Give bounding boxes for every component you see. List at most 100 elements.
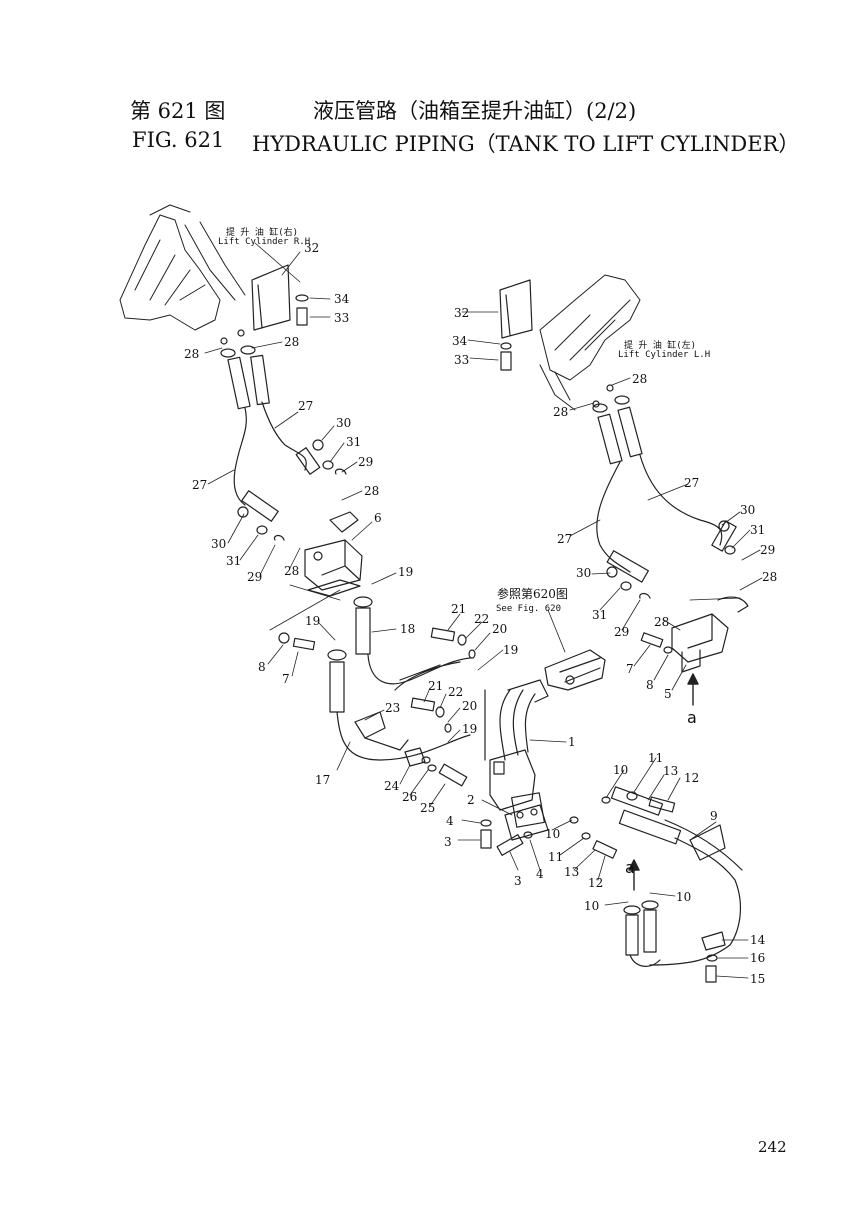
callout-27: 27 (192, 478, 207, 492)
callout-15: 15 (750, 972, 765, 986)
callout-17: 17 (315, 773, 330, 787)
callout-7: 7 (626, 662, 634, 676)
page-number: 242 (758, 1138, 787, 1156)
callout-34: 34 (334, 292, 350, 306)
bracket-2-assembly (427, 763, 549, 856)
sub-labels: 提 升 油 缸(右) Lift Cylinder R.H 提 升 油 缸(左) … (218, 226, 710, 877)
callout-21: 21 (451, 602, 466, 616)
callout-28: 28 (184, 347, 199, 361)
lift-cylinder-lh-cn-label: 提 升 油 缸(左) (624, 339, 696, 351)
pipes-17-18 (327, 596, 471, 761)
callout-29: 29 (614, 625, 629, 639)
callout-10: 10 (584, 899, 599, 913)
callout-19: 19 (503, 643, 518, 657)
callout-19: 19 (398, 565, 413, 579)
callout-numbers: 32 34 33 28 28 27 30 31 29 28 27 6 30 31… (184, 241, 777, 986)
lift-cylinder-rh-cn-label: 提 升 油 缸(右) (226, 226, 298, 238)
callout-8: 8 (258, 660, 266, 674)
callout-10: 10 (676, 890, 691, 904)
hose-group-left-upper (220, 329, 307, 506)
callout-1: 1 (568, 735, 576, 749)
callout-25: 25 (420, 801, 435, 815)
callout-29: 29 (760, 543, 775, 557)
callout-11: 11 (648, 751, 663, 765)
guide-lines (254, 242, 741, 631)
figure-title-cn: 液压管路（油箱至提升油缸）(2/2) (313, 99, 637, 123)
callout-30: 30 (740, 503, 755, 517)
view-a-label-lower: a (625, 858, 635, 877)
callout-32: 32 (304, 241, 319, 255)
figure-number-cn: 第 621 图 (130, 99, 226, 123)
callout-22: 22 (448, 685, 463, 699)
callout-30: 30 (211, 537, 226, 551)
callout-33: 33 (334, 311, 349, 325)
callout-24: 24 (384, 779, 400, 793)
fittings-left-middle (237, 439, 347, 541)
callout-28: 28 (284, 335, 299, 349)
callout-27: 27 (684, 476, 699, 490)
lift-cylinder-rh (119, 204, 246, 331)
callout-30: 30 (336, 416, 351, 430)
fitting-23-24 (354, 711, 431, 767)
callout-23: 23 (385, 701, 400, 715)
fittings-10-13 (569, 791, 676, 859)
bracket-32-right (499, 279, 533, 371)
figure-title-en: HYDRAULIC PIPING（TANK TO LIFT CYLINDER） (252, 132, 800, 156)
callout-4: 4 (536, 867, 544, 881)
fittings-21-22-20 (410, 627, 476, 733)
fittings-right-middle (606, 520, 737, 599)
callout-3: 3 (444, 835, 452, 849)
valve-1-assembly (484, 679, 549, 828)
callout-32: 32 (454, 306, 469, 320)
callout-26: 26 (402, 790, 417, 804)
callout-6: 6 (374, 511, 382, 525)
callout-29: 29 (358, 455, 373, 469)
callout-27: 27 (557, 532, 572, 546)
callout-10: 10 (545, 827, 560, 841)
header: 第 621 图 液压管路（油箱至提升油缸）(2/2) FIG. 621 HYDR… (0, 0, 860, 170)
callout-20: 20 (492, 622, 507, 636)
callout-13: 13 (564, 865, 579, 879)
callout-12: 12 (684, 771, 699, 785)
lift-cylinder-lh (539, 274, 641, 411)
callout-11: 11 (548, 850, 563, 864)
bracket-32-left (251, 264, 309, 331)
callout-21: 21 (428, 679, 443, 693)
callout-28: 28 (632, 372, 647, 386)
see-fig-620-en-label: See Fig. 620 (496, 604, 561, 614)
lift-cylinder-lh-en-label: Lift Cylinder L.H (618, 350, 710, 360)
callout-28: 28 (553, 405, 568, 419)
callout-13: 13 (663, 764, 678, 778)
callout-14: 14 (750, 933, 766, 947)
callout-8: 8 (646, 678, 654, 692)
view-a-label-right: a (687, 708, 697, 727)
lift-cylinder-rh-en-label: Lift Cylinder R.H (218, 237, 310, 247)
valve-6 (304, 511, 363, 597)
callout-19: 19 (305, 614, 320, 628)
callout-3: 3 (514, 874, 522, 888)
callout-20: 20 (462, 699, 477, 713)
callout-33: 33 (454, 353, 469, 367)
callout-28: 28 (364, 484, 379, 498)
callout-34: 34 (452, 334, 468, 348)
callout-28: 28 (762, 570, 777, 584)
callout-31: 31 (592, 608, 607, 622)
callout-28: 28 (284, 564, 299, 578)
callout-4: 4 (446, 814, 454, 828)
bolts-7-8 (278, 632, 673, 654)
callout-31: 31 (750, 523, 765, 537)
callout-12: 12 (588, 876, 603, 890)
callout-31: 31 (226, 554, 241, 568)
callout-28: 28 (654, 615, 669, 629)
leader-lines (204, 251, 763, 979)
callout-18: 18 (400, 622, 415, 636)
view-arrows (628, 673, 699, 891)
callout-10: 10 (613, 763, 628, 777)
callout-29: 29 (247, 570, 262, 584)
callout-16: 16 (750, 951, 765, 965)
callout-5: 5 (664, 687, 672, 701)
see-fig-620-cn-label: 参照第620图 (497, 586, 568, 601)
hose-group-right-upper (592, 384, 723, 573)
callout-22: 22 (474, 612, 489, 626)
